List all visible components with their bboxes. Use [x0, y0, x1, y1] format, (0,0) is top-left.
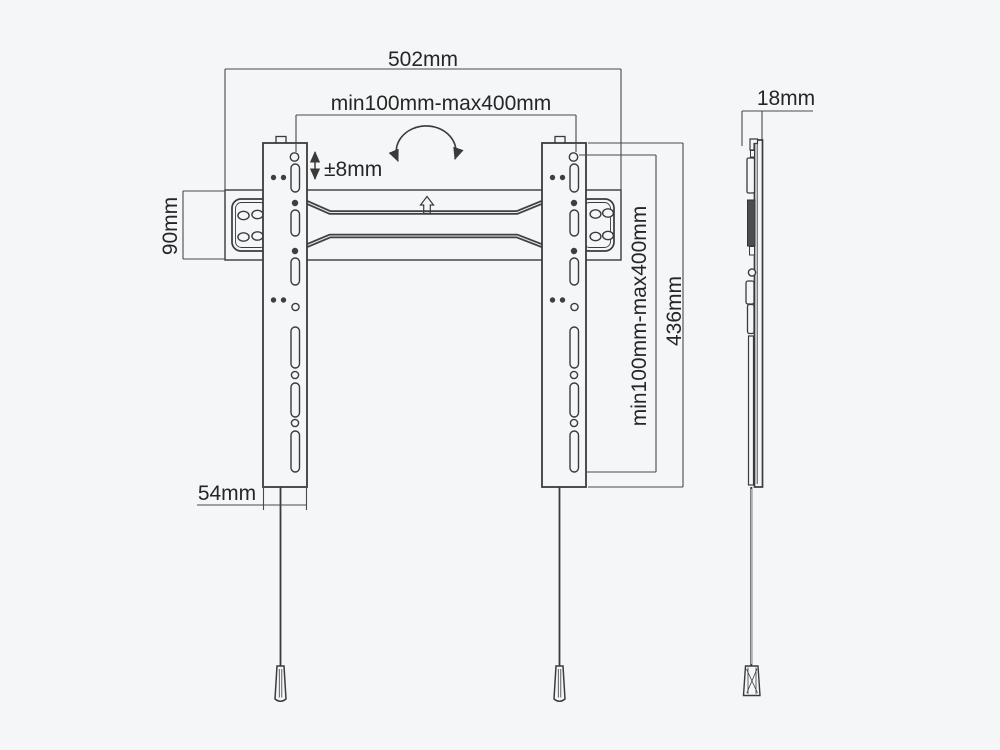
- pull-cord-left: [274, 487, 287, 702]
- height-adjustment-label: ±8mm: [324, 158, 382, 181]
- front-bracket-left: [262, 135, 308, 488]
- bracket-width-label: 54mm: [198, 482, 256, 505]
- upper-rail: [304, 199, 545, 215]
- side-profile: [745, 138, 764, 488]
- front-bracket-right: [541, 135, 587, 488]
- wall-plate: [224, 189, 622, 261]
- dim-wall-plate-height: 90mm: [159, 190, 225, 260]
- wall-plate-right-cap: [579, 198, 615, 252]
- front-view: 502mm min100mm-max400mm ±8mm 90mm 54mm: [159, 48, 686, 702]
- pull-cord-right: [553, 487, 566, 702]
- tilt-arc-icon: [388, 125, 464, 163]
- overall-width-label: 502mm: [388, 48, 458, 71]
- lower-rail: [304, 233, 545, 249]
- dim-vesa-width: min100mm-max400mm: [295, 92, 577, 152]
- wall-plate-height-label: 90mm: [159, 197, 182, 255]
- wall-plate-left-cap: [231, 198, 271, 252]
- profile-depth-label: 18mm: [757, 87, 815, 110]
- vesa-width-label: min100mm-max400mm: [331, 92, 552, 115]
- dim-overall-width: 502mm: [224, 48, 622, 190]
- dim-profile-depth: 18mm: [741, 87, 815, 146]
- dim-bracket-width: 54mm: [197, 482, 308, 510]
- dim-vesa-height: min100mm-max400mm: [579, 154, 657, 473]
- bracket-height-label: 436mm: [663, 276, 686, 346]
- up-arrow-icon: [419, 195, 435, 215]
- vesa-height-label: min100mm-max400mm: [628, 206, 651, 427]
- dim-bracket-height: 436mm: [588, 142, 686, 488]
- dim-height-adjustment: ±8mm: [309, 150, 382, 181]
- side-view: 18mm: [741, 87, 815, 697]
- pull-cord-side: [742, 487, 761, 697]
